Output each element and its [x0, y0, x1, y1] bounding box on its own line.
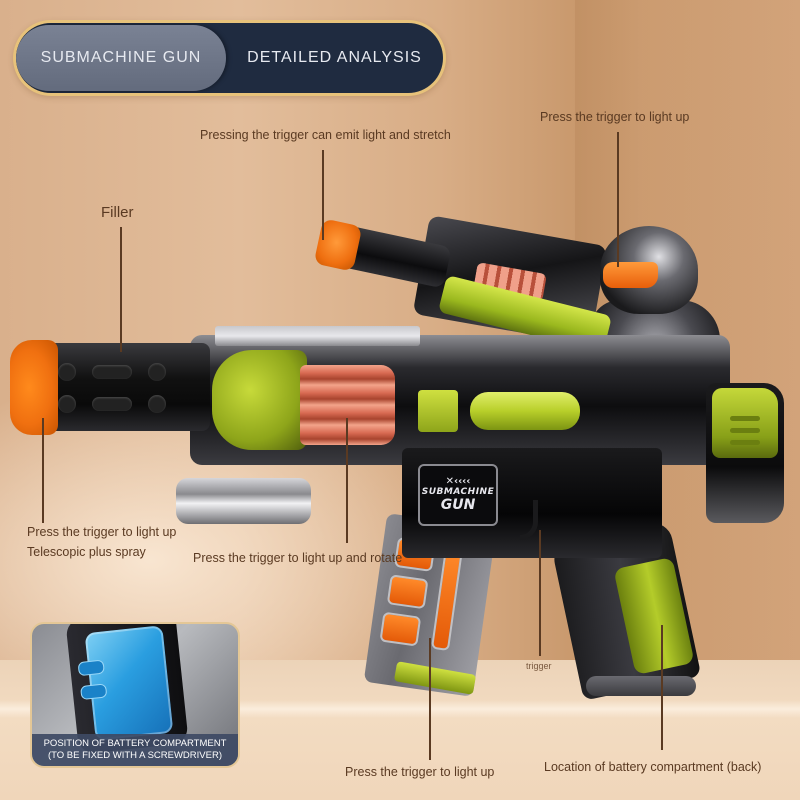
- muzzle-orange-cap: [10, 340, 58, 435]
- callout-line-grip: [661, 625, 663, 750]
- soldier-orange-visor: [603, 262, 658, 288]
- callout-line-drum: [346, 418, 348, 543]
- inset-caption: POSITION OF BATTERY COMPARTMENT (TO BE F…: [32, 734, 238, 766]
- green-cross-accent: [418, 390, 458, 432]
- drum-green-housing: [212, 350, 307, 450]
- header-product-label: SUBMACHINE GUN: [40, 49, 202, 66]
- callout-line-soldier: [617, 132, 619, 267]
- under-barrel-flashlight: [176, 478, 311, 524]
- callout-scope: Pressing the trigger can emit light and …: [200, 128, 451, 142]
- callout-line-muzzle: [42, 418, 44, 523]
- magazine-light-window: [379, 611, 422, 647]
- inset-caption-line2: (TO BE FIXED WITH A SCREWDRIVER): [47, 750, 222, 761]
- header-inner: SUBMACHINE GUN DETAILED ANALYSIS: [16, 23, 443, 93]
- grip-base: [586, 676, 696, 696]
- battery-cover: [77, 625, 174, 741]
- callout-drum: Press the trigger to light up and rotate: [193, 551, 403, 565]
- header-tab-analysis: DETAILED ANALYSIS: [226, 23, 443, 93]
- logo-text-gun: GUN: [440, 496, 476, 513]
- top-rail: [215, 326, 420, 346]
- callout-trigger: trigger: [526, 661, 552, 671]
- callout-muzzle-light: Press the trigger to light up: [27, 525, 177, 539]
- callout-line-trigger: [539, 530, 541, 656]
- battery-compartment-inset: POSITION OF BATTERY COMPARTMENT (TO BE F…: [30, 622, 240, 768]
- muzzle-silencer: [40, 343, 210, 431]
- logo-text-submachine: SUBMACHINE: [421, 486, 495, 497]
- header-banner: SUBMACHINE GUN DETAILED ANALYSIS: [13, 20, 446, 96]
- header-analysis-label: DETAILED ANALYSIS: [247, 49, 422, 66]
- green-light-tube: [470, 392, 580, 430]
- callout-line-filler: [120, 227, 122, 352]
- inset-caption-line1: POSITION OF BATTERY COMPARTMENT: [43, 738, 227, 749]
- product-logo-plate: ✕‹‹‹‹ SUBMACHINE GUN: [418, 464, 498, 526]
- magazine-light-window: [386, 574, 429, 610]
- callout-battery-back: Location of battery compartment (back): [544, 760, 762, 774]
- trigger: [520, 500, 538, 540]
- callout-filler: Filler: [101, 204, 134, 221]
- callout-magazine: Press the trigger to light up: [345, 765, 495, 779]
- header-tab-product: SUBMACHINE GUN: [16, 25, 226, 91]
- callout-line-scope: [322, 150, 324, 240]
- callout-line-magazine: [429, 638, 431, 760]
- magazine-light-strip: [430, 545, 464, 652]
- stock-green-panel: [712, 388, 778, 458]
- callout-soldier: Press the trigger to light up: [540, 110, 690, 124]
- callout-muzzle-spray: Telescopic plus spray: [27, 545, 146, 559]
- logo-mark-icon: ✕‹‹‹‹: [445, 475, 471, 487]
